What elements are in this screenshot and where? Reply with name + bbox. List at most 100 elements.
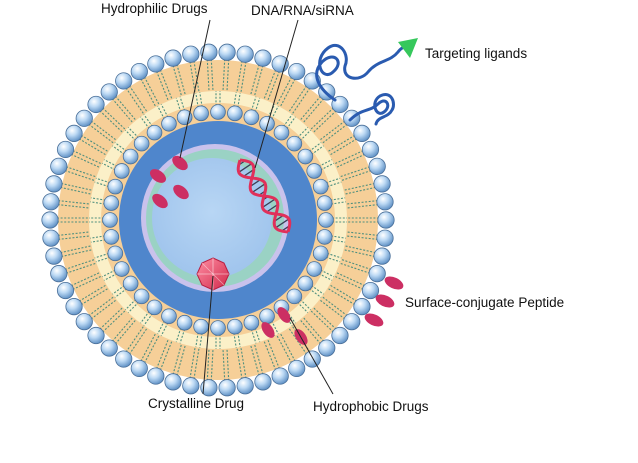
outer-lipid-head [164, 373, 182, 391]
inner-lipid-head [273, 124, 290, 141]
outer-lipid-tail [72, 275, 102, 290]
inner-lipid-tail [140, 310, 150, 324]
outer-lipid-tail [347, 204, 379, 209]
inner-lipid-tail [318, 273, 333, 281]
outer-lipid-head [75, 313, 93, 331]
hydrophilic-drug [173, 184, 189, 200]
inner-lipid-tail [90, 239, 106, 243]
dna-base-pair [251, 183, 266, 193]
surface-peptide [375, 294, 395, 308]
inner-lipid-tail [160, 103, 169, 118]
inner-lipid-tail [254, 97, 261, 113]
outer-lipid-tail [254, 344, 264, 375]
outer-lipid-head [50, 265, 68, 283]
dna-helix [236, 158, 292, 234]
inner-lipid-tail [250, 328, 257, 344]
outer-lipid-tail [172, 344, 182, 375]
outer-lipid-tail [303, 98, 325, 123]
inner-lipid-tail [237, 332, 241, 348]
dna-base-pair [243, 168, 255, 177]
inner-lipid-head [286, 135, 303, 152]
inner-lipid-tail [195, 92, 199, 108]
outer-lipid-head [87, 326, 105, 345]
inner-lipid-tail [299, 298, 312, 311]
outer-lipid-tail [70, 272, 100, 287]
inner-lipid-tail [160, 322, 169, 337]
hydrophilic-drug [149, 169, 167, 183]
outer-lipid-head [87, 95, 105, 114]
outer-lipid-tail [319, 120, 346, 141]
inner-lipid-tail [271, 105, 279, 120]
outer-lipid-tail [159, 69, 173, 99]
inner-lipid-tail [286, 310, 296, 324]
pointer-hydrophobic [289, 317, 334, 395]
inner-lipid-tail [318, 159, 333, 167]
outer-lipid-tail [61, 182, 92, 191]
inner-lipid-tail [320, 162, 335, 171]
inner-lipid-head [243, 314, 260, 331]
outer-lipid-tail [102, 310, 126, 333]
inner-lipid-head [103, 229, 120, 245]
inner-lipid-tail [311, 145, 324, 156]
outer-lipid-tail [310, 107, 334, 130]
inner-lipid-head [103, 195, 120, 211]
outer-lipid-tail [288, 85, 308, 112]
inner-lipid-head [107, 178, 124, 195]
outer-lipid-tail [236, 348, 243, 380]
outer-lipid-tail [189, 347, 196, 379]
outer-lipid-tail [276, 335, 293, 364]
outer-lipid-head [373, 175, 391, 193]
outer-lipid-head [218, 43, 236, 61]
inner-lipid-tail [325, 256, 341, 263]
pointer-crystalline [202, 275, 214, 395]
inner-lipid-head [122, 275, 139, 292]
outer-lipid-tail [114, 95, 136, 120]
inner-lipid-tail [127, 301, 140, 314]
outer-lipid-tail [60, 245, 91, 254]
outer-lipid-tail [263, 341, 277, 371]
inner-lipid-tail [299, 129, 312, 142]
inner-lipid-head [122, 148, 139, 165]
outer-lipid-tail [222, 59, 226, 91]
outer-lipid-head [318, 339, 336, 357]
outer-lipid-tail [143, 335, 160, 364]
inner-lipid-tail [143, 313, 154, 326]
outer-lipid-tail [250, 345, 260, 376]
outer-lipid-tail [347, 231, 379, 236]
outer-lipid-head [130, 62, 148, 81]
outer-lipid-tail [111, 317, 133, 342]
outer-lipid-head [42, 229, 60, 247]
inner-lipid-head [316, 229, 333, 245]
outer-lipid-head [376, 229, 394, 247]
outer-lipid-tail [336, 272, 366, 287]
outer-lipid-head [75, 109, 93, 127]
outer-lipid-head [100, 83, 118, 101]
outer-lipid-head [271, 367, 289, 385]
inner-lipid-tail [308, 142, 322, 152]
inner-lipid-tail [112, 284, 125, 295]
outer-lipid-head [45, 247, 63, 265]
inner-lipid-tail [157, 105, 165, 120]
lipid-tails [57, 59, 379, 381]
outer-lipid-tail [340, 166, 371, 178]
outer-lipid-head [182, 45, 200, 63]
inner-lipid-tail [250, 96, 257, 112]
outer-lipid-tail [263, 69, 277, 99]
outer-lipid-tail [65, 262, 96, 274]
outer-lipid-tail [341, 259, 372, 271]
outer-lipid-tail [254, 65, 264, 96]
outer-lipid-tail [64, 259, 95, 271]
outer-lipid-tail [64, 169, 95, 181]
inner-lipid-tail [271, 320, 279, 335]
outer-lipid-head [147, 367, 165, 385]
inner-lipid-tail [157, 320, 165, 335]
inner-lipid-head [312, 245, 329, 262]
inner-lipid-head [259, 308, 275, 325]
outer-lipid-head [353, 298, 371, 316]
outer-lipid-head [56, 281, 75, 300]
outer-lipid-head [288, 62, 306, 81]
outer-lipid-tail [172, 65, 182, 96]
dna-base-pair [275, 218, 290, 229]
outer-lipid-head [182, 377, 200, 395]
outer-lipid-head [353, 124, 371, 142]
